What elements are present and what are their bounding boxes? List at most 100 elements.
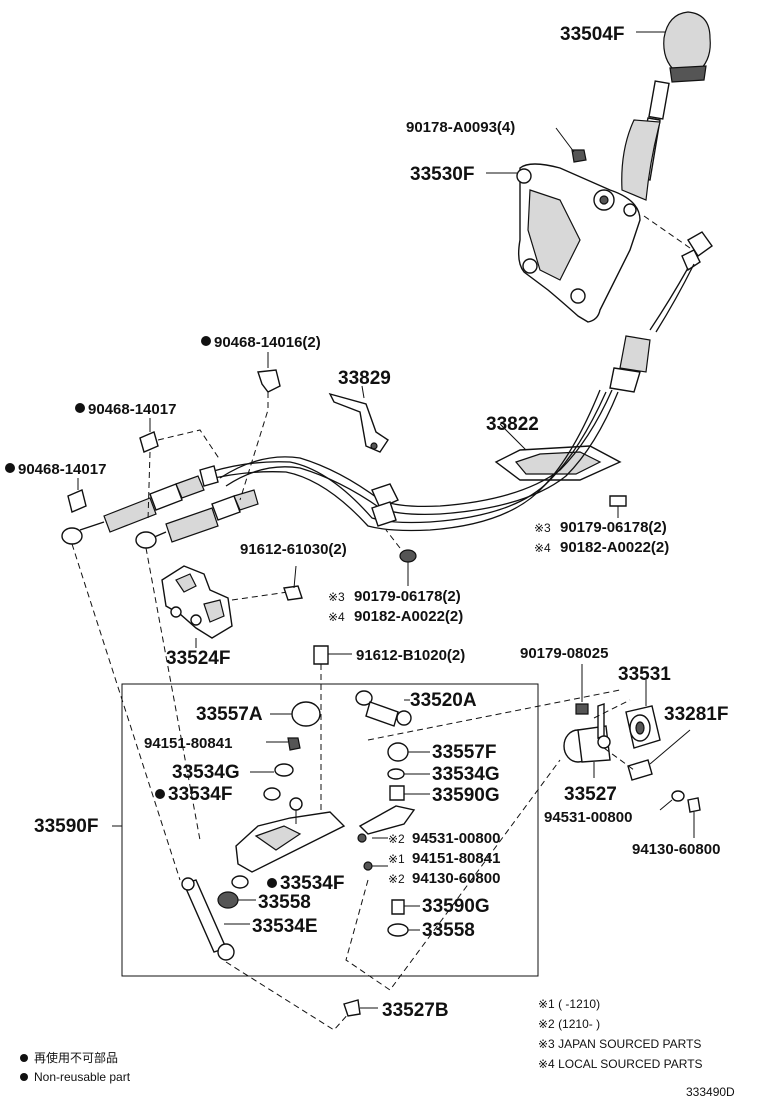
clip-90468-14017-b — [67, 478, 87, 513]
label-91612-61030: 91612-61030(2) — [240, 541, 347, 558]
shift-lever-shaft — [621, 117, 661, 201]
note-3: ※3 JAPAN SOURCED PARTS — [538, 1037, 701, 1051]
label-33557A: 33557A — [196, 704, 263, 725]
cable-clamp — [371, 483, 399, 527]
bolt-91612-B1020 — [313, 645, 352, 810]
non-reusable-dot — [75, 403, 85, 413]
washer-33534G-b — [387, 768, 430, 780]
cable-end-left-2 — [135, 489, 259, 549]
actuator-33527 — [563, 703, 611, 778]
label-33558-b: 33558 — [422, 920, 475, 941]
bushing-33534F-b — [231, 875, 249, 889]
label-33534F-b: 33534F — [280, 873, 344, 894]
label-90468-14017-a: 90468-14017 — [88, 401, 176, 418]
mark-4: ※4 — [534, 541, 551, 555]
clip-90468-14016 — [239, 352, 281, 501]
bolt-91612-61030 — [231, 565, 303, 601]
label-33530F: 33530F — [410, 164, 474, 185]
label-94151-80841-b: 94151-80841 — [412, 850, 500, 867]
lever-33534E — [181, 877, 250, 961]
label-94151-80841: 94151-80841 — [144, 735, 232, 752]
shift-cables — [205, 389, 619, 532]
link-33520A — [355, 689, 621, 741]
pin-33590G — [389, 785, 430, 801]
note-2: ※2 (1210- ) — [538, 1017, 600, 1031]
label-90468-14017-b: 90468-14017 — [18, 461, 106, 478]
label-90178: 90178-A0093(4) — [406, 119, 515, 136]
label-33281F: 33281F — [664, 704, 728, 725]
bolt-90179-08025 — [575, 664, 589, 715]
label-94531-00800-b: 94531-00800 — [412, 830, 500, 847]
label-33531: 33531 — [618, 664, 671, 685]
label-33534E: 33534E — [252, 916, 318, 937]
shift-cable-upper — [609, 231, 713, 393]
cable-retainer-33524F — [161, 565, 233, 648]
label-94130-60800-b: 94130-60800 — [412, 870, 500, 887]
nut-94151-80841 — [266, 737, 301, 751]
label-90179-06178-b: 90179-06178(2) — [354, 588, 461, 605]
label-90182-a: 90182-A0022(2) — [560, 539, 669, 556]
non-reusable-dot — [201, 336, 211, 346]
note-1: ※1 ( -1210) — [538, 997, 600, 1011]
label-33590G-a: 33590G — [432, 785, 500, 806]
label-33527: 33527 — [564, 784, 617, 805]
switch-33531 — [625, 680, 661, 749]
label-94130-60800-a: 94130-60800 — [632, 841, 720, 858]
legend-en: Non-reusable part — [34, 1070, 131, 1084]
cable-end-left-1 — [61, 465, 219, 545]
shift-lever-33590F — [235, 797, 346, 873]
label-90182-b: 90182-A0022(2) — [354, 608, 463, 625]
label-33829: 33829 — [338, 368, 391, 389]
nut-94130-60800 — [687, 797, 701, 838]
shift-lever-bracket — [516, 163, 641, 323]
label-33557F: 33557F — [432, 742, 496, 763]
sub-assembly-frame — [121, 683, 539, 977]
note-4: ※4 LOCAL SOURCED PARTS — [538, 1057, 703, 1071]
selector-lever — [357, 805, 416, 871]
bushing-33558-b — [387, 923, 420, 937]
bushing-33558-a — [217, 891, 256, 909]
label-90468-14016: 90468-14016(2) — [214, 334, 321, 351]
legend-jp: 再使用不可部品 — [34, 1050, 118, 1065]
label-33590F: 33590F — [34, 816, 98, 837]
nut-center — [385, 529, 417, 586]
label-91612-B1020: 91612-B1020(2) — [356, 647, 465, 664]
mark-3: ※3 — [328, 590, 345, 604]
non-reusable-dot — [5, 463, 15, 473]
legend-dot — [20, 1073, 28, 1081]
label-90179-06178-a: 90179-06178(2) — [560, 519, 667, 536]
non-reusable-dot — [155, 789, 165, 799]
mark-4: ※4 — [328, 610, 345, 624]
label-94531-00800-a: 94531-00800 — [544, 809, 632, 826]
cable-bracket-33829 — [328, 385, 389, 453]
label-33558-a: 33558 — [258, 892, 311, 913]
bolt-90178 — [555, 127, 587, 163]
label-33534G-b: 33534G — [432, 764, 500, 785]
label-33822: 33822 — [486, 414, 539, 435]
clip-33527B — [343, 999, 378, 1017]
diagram-id: 333490D — [686, 1085, 735, 1099]
mark-2: ※2 — [388, 872, 405, 886]
pin-33590G-b — [391, 899, 420, 915]
legend-dot — [20, 1054, 28, 1062]
bushing-33557A — [270, 701, 321, 727]
mark-2: ※2 — [388, 832, 405, 846]
bushing-33534F — [263, 787, 281, 801]
label-33524F: 33524F — [166, 648, 230, 669]
non-reusable-dot — [267, 878, 277, 888]
label-33534F-a: 33534F — [168, 784, 232, 805]
label-90179-08025: 90179-08025 — [520, 645, 608, 662]
mark-3: ※3 — [534, 521, 551, 535]
washer-94531-00800 — [659, 790, 685, 811]
switch-33281F — [627, 729, 691, 781]
clip-90468-14017-a — [139, 418, 221, 521]
label-33534G-a: 33534G — [172, 762, 240, 783]
bushing-33557F — [387, 742, 430, 762]
label-33527B: 33527B — [382, 1000, 449, 1021]
label-33520A: 33520A — [410, 690, 477, 711]
label-33590G-b: 33590G — [422, 896, 490, 917]
mark-1: ※1 — [388, 852, 405, 866]
label-33504F: 33504F — [560, 24, 624, 45]
washer-33534G — [250, 763, 294, 777]
